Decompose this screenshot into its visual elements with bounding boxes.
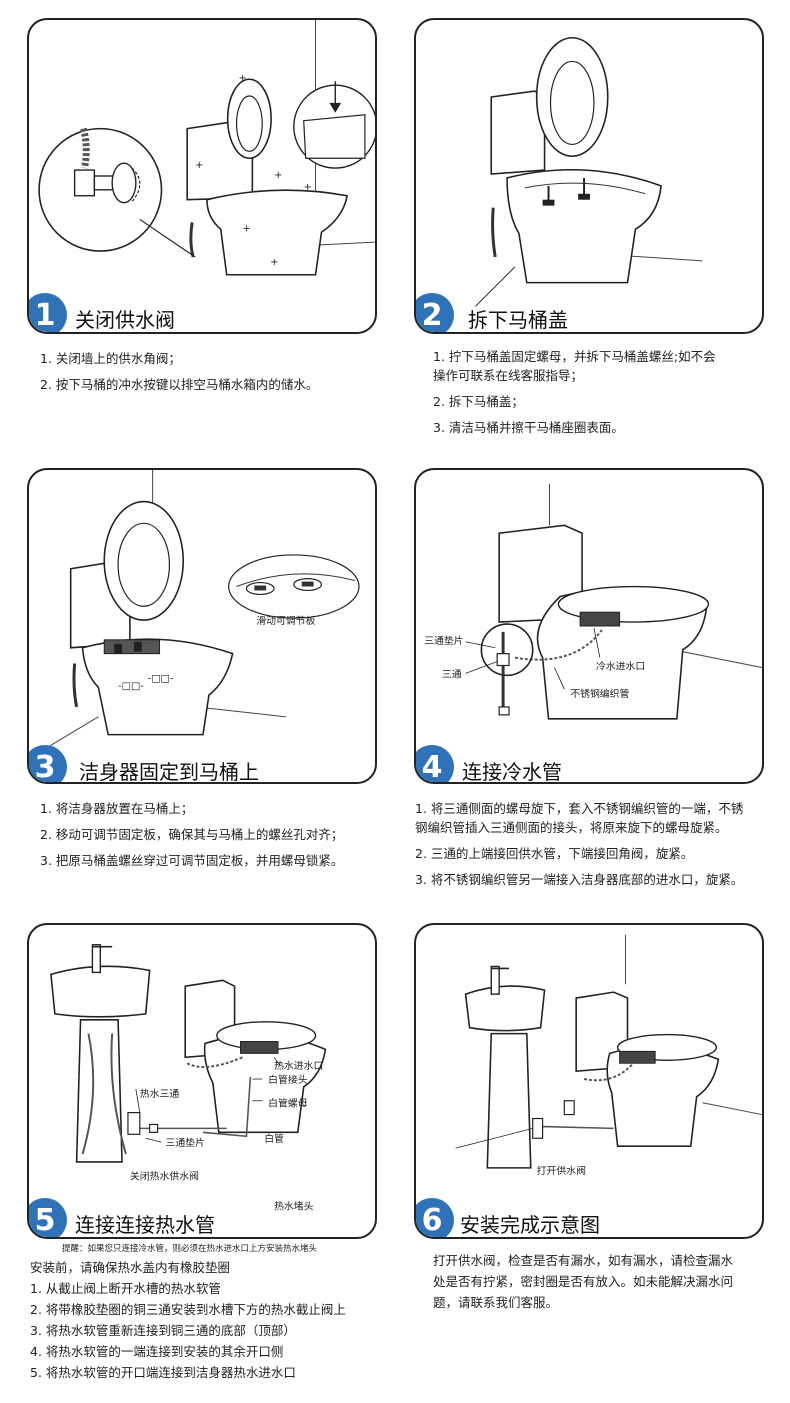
svg-text:-□□-: -□□-: [148, 673, 174, 684]
step-2-title: 拆下马桶盖: [468, 308, 568, 332]
step-5-line: 3. 将热水软管重新连接到铜三通的底部（顶部）: [30, 1323, 296, 1338]
step-5-panel: 热水进水口 白管接头 白管螺母 热水三通 三通垫片 白管 关闭热水供水阀 热水堵…: [27, 923, 377, 1239]
svg-text:+: +: [195, 160, 203, 171]
step-4-panel: 三通垫片 三通 冷水进水口 不锈钢编织管 4 连接冷水管: [414, 468, 764, 784]
step-3-panel: -□□- -□□- 滑动可调节板 3 洁身器固定到马桶上: [27, 468, 377, 784]
label-white-pipe-nut: 白管螺母: [268, 1097, 308, 1110]
step-5-number-badge: 5: [29, 1198, 67, 1237]
label-white-pipe: 白管: [264, 1132, 284, 1145]
svg-text:+: +: [242, 223, 250, 234]
step-6-instructions: 打开供水阀，检查是否有漏水，如有漏水，请检查漏水 处是否有拧紧，密封圈是否有放入…: [433, 1250, 778, 1313]
step-4-line: 3. 将不锈钢编织管另一端接入洁身器底部的进水口，旋紧。: [415, 872, 744, 887]
step-4-number-badge: 4: [416, 745, 454, 782]
step-6-title: 安装完成示意图: [460, 1213, 600, 1237]
step-4-line: 2. 三通的上端接回供水管，下端接回角阀，旋紧。: [415, 846, 694, 861]
step-6-illustration: 打开供水阀: [455, 934, 762, 1177]
step-5-line: 5. 将热水软管的开口端连接到洁身器热水进水口: [30, 1365, 296, 1380]
label-braided-hose: 不锈钢编织管: [570, 687, 629, 700]
label-sliding-plate: 滑动可调节板: [256, 614, 315, 627]
step-2-line: 3. 清洁马桶并擦干马桶座圈表面。: [433, 420, 624, 435]
step-1-line: 1. 关闭墙上的供水角阀；: [40, 351, 181, 366]
step-2-instructions: 1. 拧下马桶盖固定螺母，并拆下马桶盖螺丝;如不会 操作可联系在线客服指导； 2…: [433, 347, 778, 444]
svg-text:+: +: [274, 170, 282, 181]
svg-text:-□□-: -□□-: [118, 681, 144, 692]
step-3-instructions: 1. 将洁身器放置在马桶上； 2. 移动可调节固定板，确保其与马桶上的螺丝孔对齐…: [40, 799, 390, 877]
step-1-illustration: + + + + + +: [38, 20, 375, 276]
label-open-valve: 打开供水阀: [537, 1164, 586, 1177]
step-6-panel: 打开供水阀 6 安装完成示意图: [414, 923, 764, 1239]
step-3-title: 洁身器固定到马桶上: [79, 760, 259, 784]
step-6-line: 题，请联系我们客服。: [433, 1295, 559, 1310]
step-4-title: 连接冷水管: [462, 760, 562, 784]
svg-text:+: +: [239, 73, 247, 84]
label-hot-plug: 热水堵头: [274, 1199, 314, 1212]
label-hot-inlet: 热水进水口: [274, 1059, 323, 1072]
step-1-panel: + + + + + + 1 关闭供水阀: [27, 18, 377, 334]
step-6-line: 处是否有拧紧，密封圈是否有放入。如未能解决漏水问: [433, 1274, 734, 1289]
svg-text:+: +: [304, 182, 312, 193]
label-tee-gasket: 三通垫片: [165, 1136, 204, 1149]
svg-text:+: +: [270, 257, 278, 268]
step-1-line: 2. 按下马桶的冲水按键以排空马桶水箱内的储水。: [40, 377, 319, 392]
step-5-instructions: 安装前，请确保热水盖内有橡胶垫圈 1. 从截止阀上断开水槽的热水软管 2. 将带…: [30, 1257, 390, 1383]
step-4-instructions: 1. 将三通侧面的螺母旋下，套入不锈钢编织管的一端，不锈 钢编织管插入三通侧面的…: [415, 799, 787, 896]
label-hot-tee: 热水三通: [140, 1087, 180, 1100]
step-3-line: 3. 把原马桶盖螺丝穿过可调节固定板，并用螺母锁紧。: [40, 853, 344, 868]
step-2-line: 操作可联系在线客服指导；: [433, 368, 584, 383]
step-2-line: 2. 拆下马桶盖；: [433, 394, 524, 409]
label-close-hot-valve: 关闭热水供水阀: [130, 1170, 199, 1183]
step-3-number-badge: 3: [29, 745, 67, 782]
step-5-title: 连接连接热水管: [75, 1213, 215, 1237]
step-4-line: 1. 将三通侧面的螺母旋下，套入不锈钢编织管的一端，不锈: [415, 801, 744, 816]
step-5-line: 2. 将带橡胶垫圈的铜三通安装到水槽下方的热水截止阀上: [30, 1302, 346, 1317]
step-4-line: 钢编织管插入三通侧面的接头，将原来旋下的螺母旋紧。: [415, 820, 728, 835]
step-3-line: 1. 将洁身器放置在马桶上；: [40, 801, 194, 816]
label-white-pipe-joint: 白管接头: [268, 1073, 308, 1086]
step-1-title: 关闭供水阀: [75, 308, 175, 332]
step-5-reminder: 提醒：如果您只连接冷水管，则必须在热水进水口上方安装热水堵头: [62, 1244, 318, 1254]
step-1-instructions: 1. 关闭墙上的供水角阀； 2. 按下马桶的冲水按键以排空马桶水箱内的储水。: [40, 349, 385, 401]
step-2-line: 1. 拧下马桶盖固定螺母，并拆下马桶盖螺丝;如不会: [433, 349, 716, 364]
step-6-line: 打开供水阀，检查是否有漏水，如有漏水，请检查漏水: [433, 1253, 734, 1268]
step-5-line: 安装前，请确保热水盖内有橡胶垫圈: [30, 1260, 231, 1275]
step-2-panel: 2 拆下马桶盖: [414, 18, 764, 334]
step-5-line: 1. 从截止阀上断开水槽的热水软管: [30, 1281, 221, 1296]
step-6-number-badge: 6: [416, 1198, 454, 1237]
step-2-number-badge: 2: [416, 293, 454, 332]
label-tee-gasket: 三通垫片: [424, 634, 463, 647]
step-2-illustration: [475, 36, 703, 307]
step-4-illustration: 三通垫片 三通 冷水进水口 不锈钢编织管: [424, 483, 762, 720]
label-cold-inlet: 冷水进水口: [596, 659, 645, 672]
step-5-line: 4. 将热水软管的一端连接到安装的其余开口侧: [30, 1344, 284, 1359]
label-tee: 三通: [442, 668, 462, 680]
step-3-line: 2. 移动可调节固定板，确保其与马桶上的螺丝孔对齐；: [40, 827, 344, 842]
step-1-number-badge: 1: [29, 293, 67, 332]
step-5-illustration: 热水进水口 白管接头 白管螺母 热水三通 三通垫片 白管 关闭热水供水阀 热水堵…: [50, 944, 327, 1212]
step-3-illustration: -□□- -□□- 滑动可调节板: [48, 470, 360, 747]
